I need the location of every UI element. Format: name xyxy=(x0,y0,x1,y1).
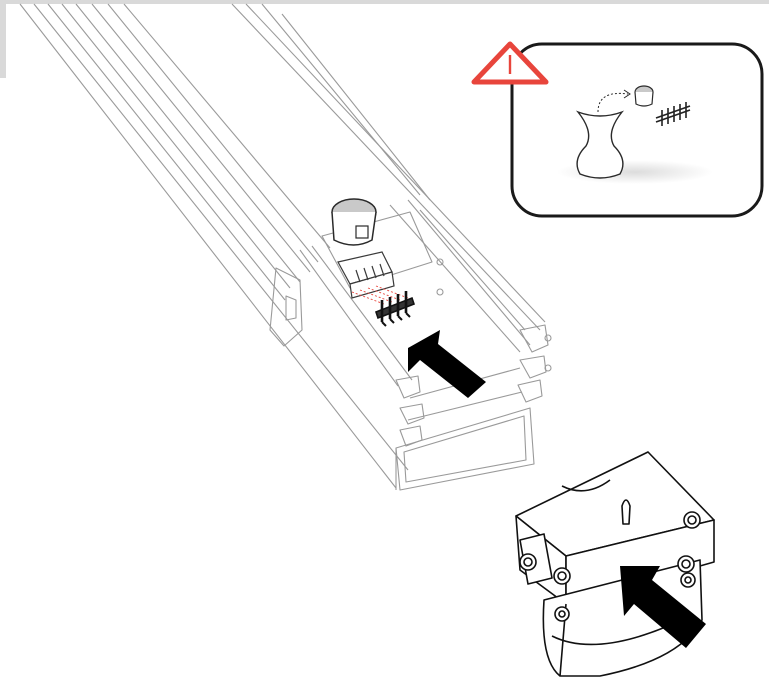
header-strip xyxy=(0,0,769,78)
arrow-insert-endcap-icon xyxy=(620,566,706,648)
pin-connector xyxy=(375,291,415,327)
mini-end-cap-icon xyxy=(634,85,654,107)
vase-icon xyxy=(575,110,625,179)
warning-callout xyxy=(510,42,764,218)
mini-connector-icon xyxy=(655,102,691,126)
profile-rail xyxy=(19,3,552,491)
rail-socket xyxy=(337,251,395,299)
rail-end-cap xyxy=(331,198,377,246)
warning-triangle-icon xyxy=(471,41,549,85)
alignment-guides xyxy=(351,285,409,305)
arrow-insert-connector-icon xyxy=(408,330,486,398)
